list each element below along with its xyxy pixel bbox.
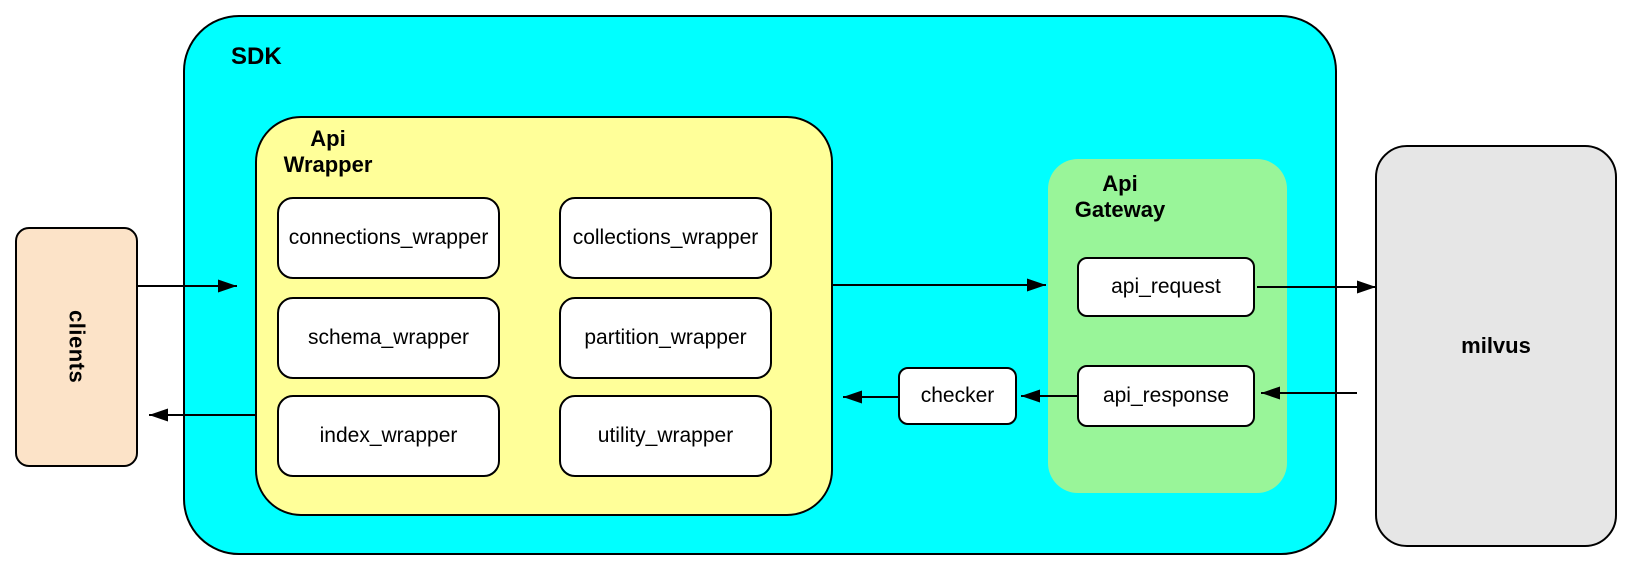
milvus-label: milvus [1461, 333, 1531, 358]
module-partition-wrapper-label: partition_wrapper [584, 326, 747, 349]
api-gateway-container: Api Gateway [1048, 159, 1287, 493]
module-schema-wrapper-label: schema_wrapper [307, 326, 470, 349]
module-partition-wrapper: partition_wrapper [559, 297, 772, 379]
module-utility-wrapper: utility_wrapper [559, 395, 772, 477]
checker-label: checker [920, 384, 995, 407]
api-response-label: api_response [1102, 384, 1230, 407]
api-request-box: api_request [1077, 257, 1255, 317]
module-collections-wrapper-label: collections_wrapper [572, 226, 759, 249]
api-gateway-label: Api Gateway [1074, 171, 1166, 222]
clients-box: clients [15, 227, 138, 467]
module-collections-wrapper: collections_wrapper [559, 197, 772, 279]
sdk-label: SDK [231, 43, 282, 70]
api-response-box: api_response [1077, 365, 1255, 427]
api-request-label: api_request [1111, 275, 1221, 298]
module-schema-wrapper: schema_wrapper [277, 297, 500, 379]
module-index-wrapper-label: index_wrapper [319, 424, 458, 447]
module-index-wrapper: index_wrapper [277, 395, 500, 477]
api-wrapper-container: Api Wrapper connections_wrapper collecti… [255, 116, 833, 516]
milvus-box: milvus [1375, 145, 1617, 547]
module-utility-wrapper-label: utility_wrapper [597, 424, 734, 447]
module-connections-wrapper-label: connections_wrapper [288, 226, 489, 249]
checker-box: checker [898, 367, 1017, 425]
clients-label: clients [64, 310, 90, 384]
module-connections-wrapper: connections_wrapper [277, 197, 500, 279]
api-wrapper-label: Api Wrapper [283, 126, 373, 177]
